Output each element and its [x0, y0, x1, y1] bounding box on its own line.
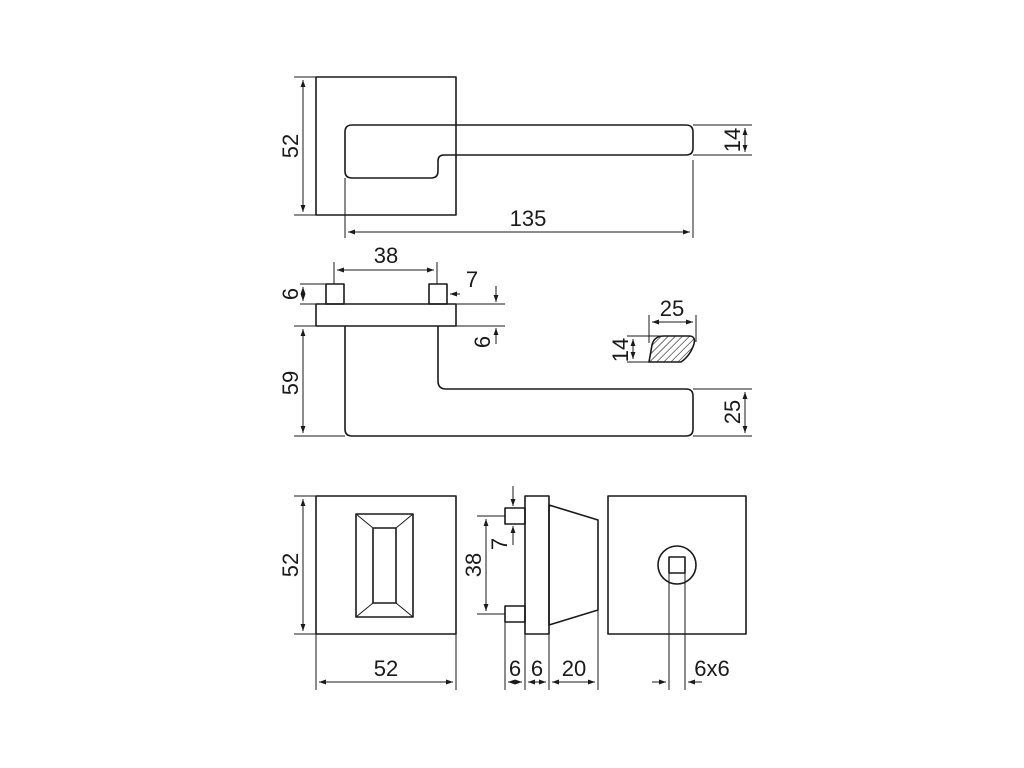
dim-spindle-size: 6x6	[694, 656, 729, 681]
dim-wc-pin-width: 7	[487, 538, 512, 550]
wc-rose-back-view: 6x6	[607, 495, 747, 690]
wc-thumbturn-body-side	[548, 504, 599, 626]
wc-rose-outline	[315, 495, 457, 635]
dim-pin-width: 7	[466, 267, 478, 292]
wc-back-rose-outline	[607, 495, 747, 635]
wc-pin-bottom	[504, 605, 526, 623]
lever-outline-top	[344, 124, 694, 179]
thumbturn-inner	[372, 527, 397, 604]
dim-wc-depth-c: 20	[562, 656, 586, 681]
wc-rose-front-view: 52 52	[278, 495, 457, 690]
dim-wc-rose-width: 52	[374, 656, 398, 681]
dim-wc-rose-height: 52	[278, 553, 303, 577]
wc-rose-side-view: 7 38 6 6 20	[461, 486, 599, 690]
side-view: 38 7 6 6 59 25	[278, 243, 752, 437]
dim-lever-thickness: 14	[720, 128, 745, 152]
top-view: 52 14 135	[278, 76, 752, 238]
wc-pin-top	[504, 507, 526, 525]
thumbturn-outer	[355, 513, 414, 618]
dim-lever-width: 25	[720, 400, 745, 424]
dim-pin-spacing: 38	[374, 243, 398, 268]
spindle-circle	[657, 545, 697, 585]
spindle-square-hole	[668, 556, 686, 574]
dim-section-width: 25	[660, 296, 684, 321]
dim-wc-depth-a: 6	[509, 656, 521, 681]
dim-wc-depth-b: 6	[531, 656, 543, 681]
wc-rose-plate-side	[524, 495, 550, 635]
rose-plate-side	[315, 303, 457, 327]
dim-pin-height: 6	[278, 288, 303, 300]
lever-outline-side	[344, 326, 694, 437]
dim-lever-length: 135	[510, 206, 547, 231]
pin-left	[325, 283, 345, 305]
section-hatched-shape	[648, 335, 696, 363]
dim-section-height: 14	[608, 338, 633, 362]
rose-outline	[315, 76, 457, 216]
dim-rose-thickness: 6	[470, 336, 495, 348]
dim-wc-pin-spacing: 38	[461, 553, 486, 577]
dim-rose-height-top: 52	[278, 134, 303, 158]
lever-section: 25 14	[608, 296, 697, 363]
pin-right	[428, 283, 448, 305]
dim-lever-drop: 59	[278, 371, 303, 395]
